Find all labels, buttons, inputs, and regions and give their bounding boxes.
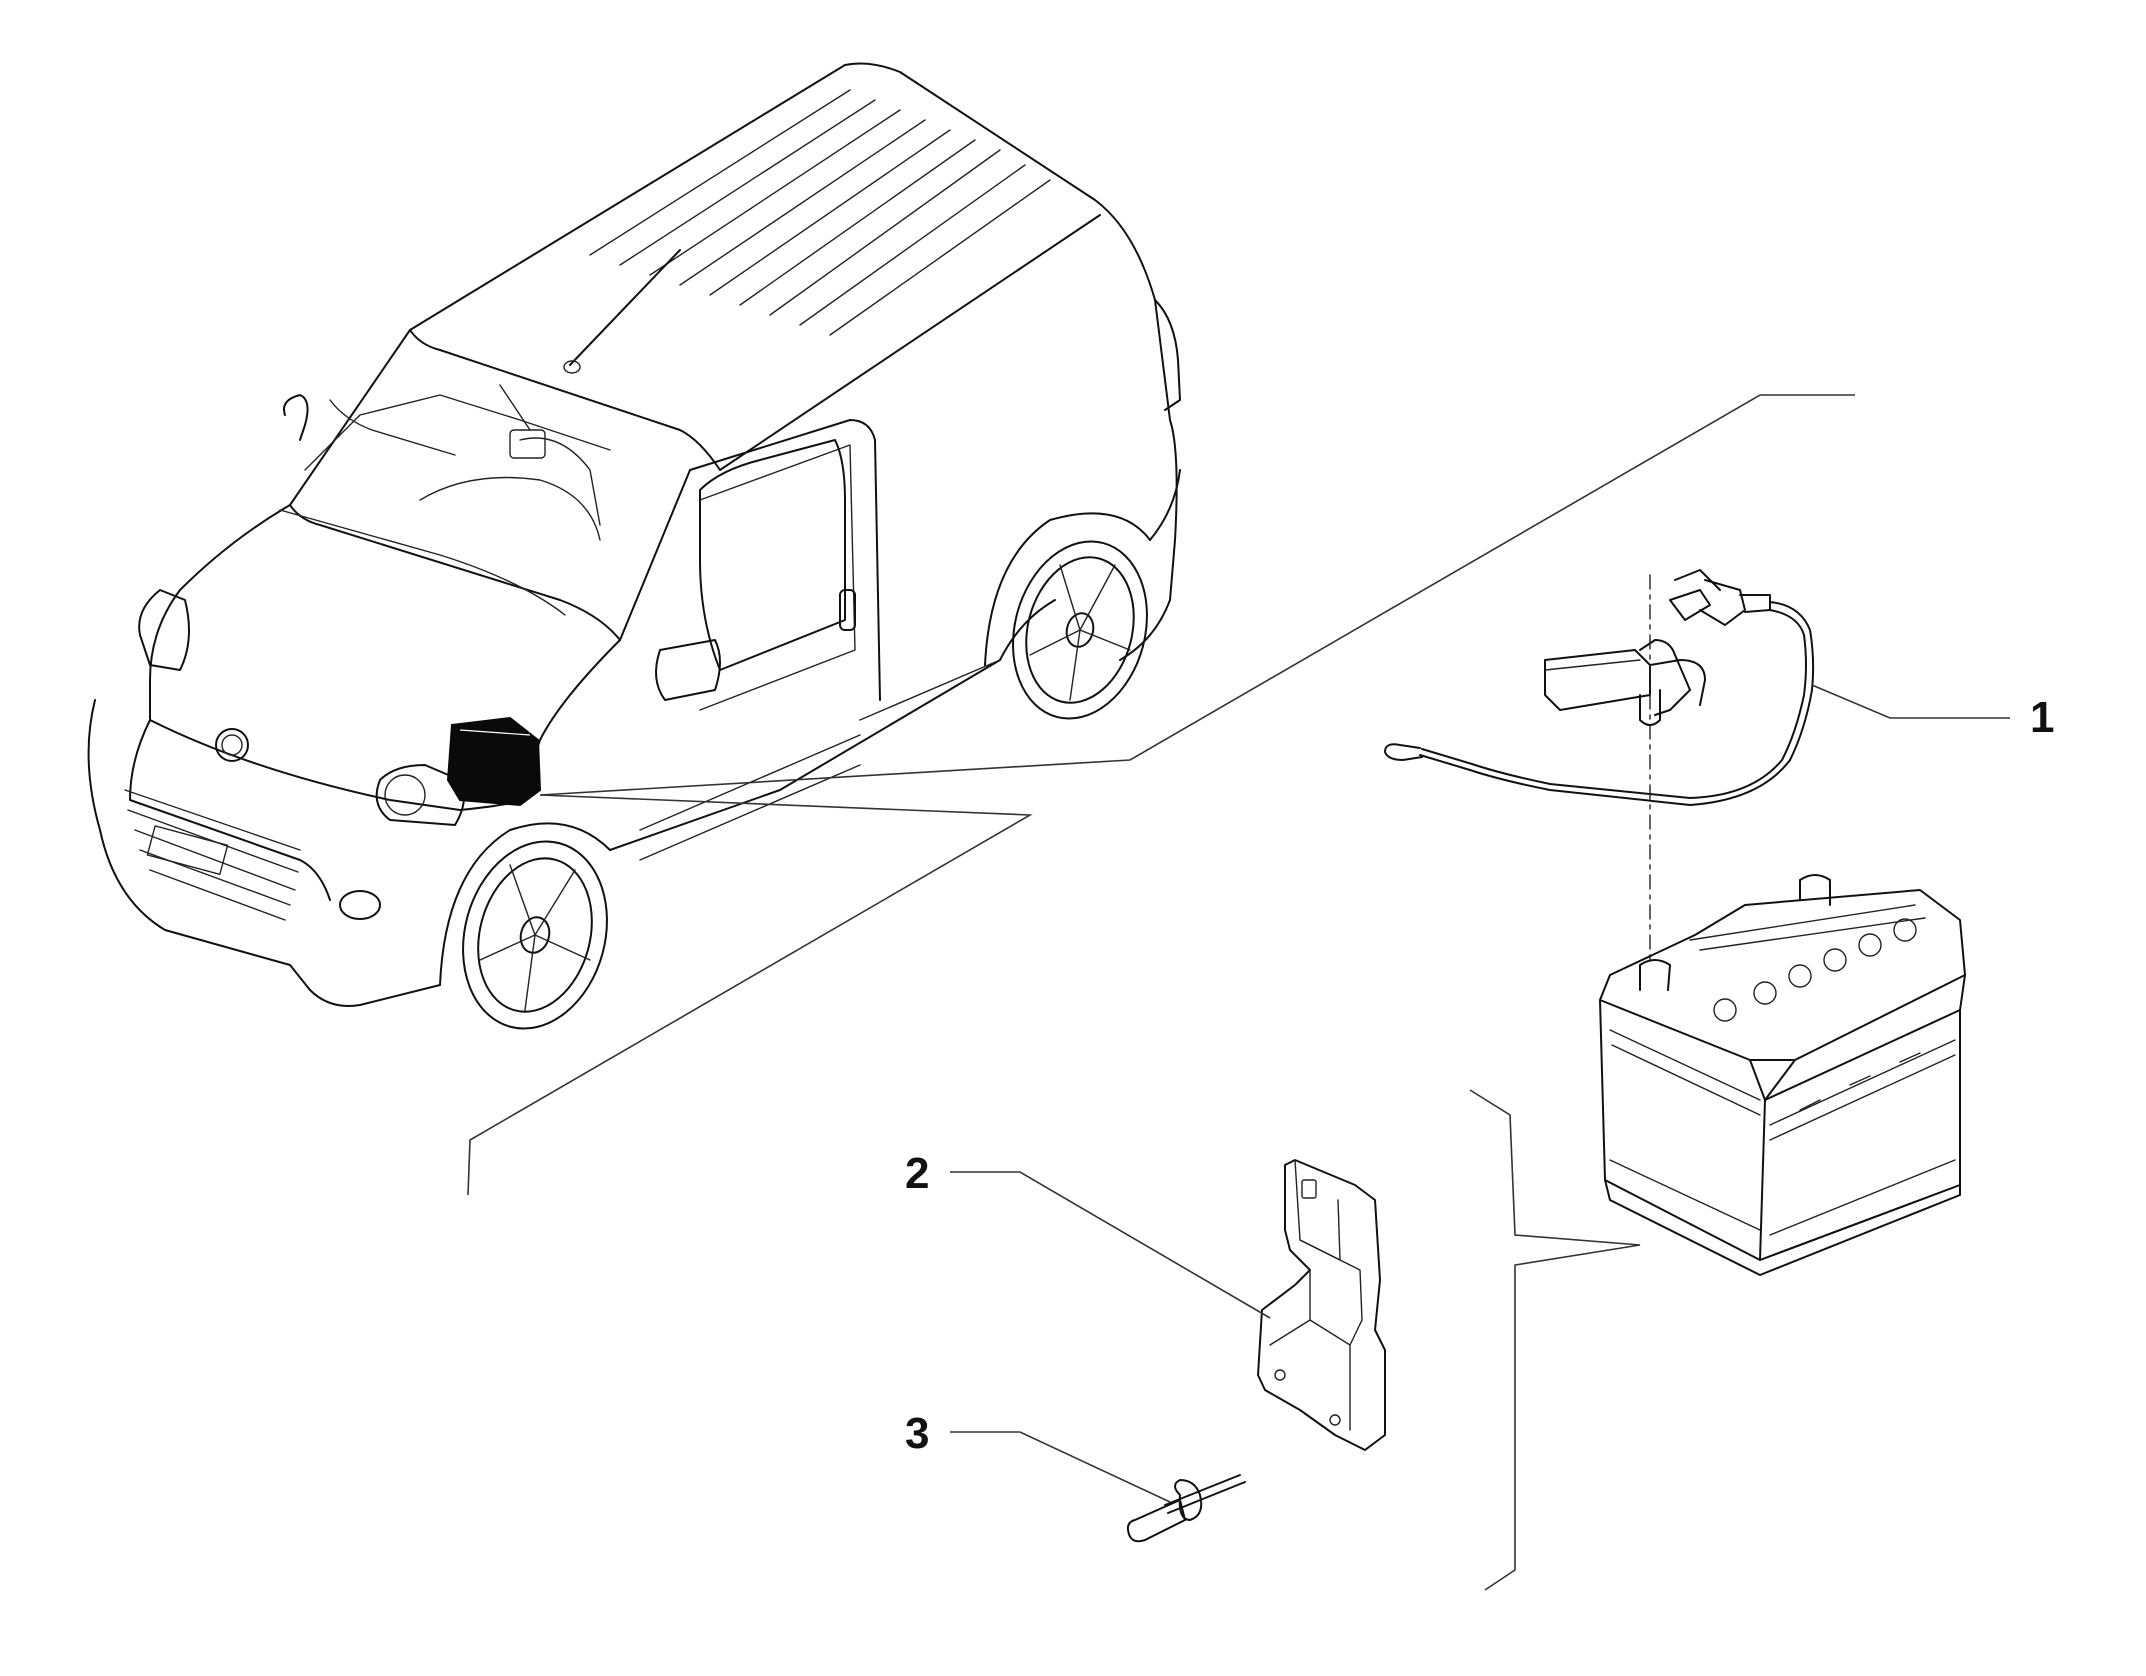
callout-2: 2 <box>905 1149 1271 1319</box>
van-illustration <box>87 62 1181 1030</box>
callout-3: 3 <box>905 1409 1171 1503</box>
callout-label-3: 3 <box>905 1409 929 1458</box>
callout-label-2: 2 <box>905 1149 929 1198</box>
battery-frame-line <box>1469 1089 1641 1591</box>
battery-sensor-icon <box>1384 569 1815 966</box>
battery-icon <box>1599 874 1966 1276</box>
callout-1: 1 <box>1811 684 2054 742</box>
callout-label-1: 1 <box>2030 693 2054 742</box>
zoom-projection-lines <box>467 394 1855 1196</box>
control-module-icon <box>446 716 542 807</box>
bracket-icon <box>1257 1159 1386 1451</box>
rivet-icon <box>1126 1474 1246 1543</box>
